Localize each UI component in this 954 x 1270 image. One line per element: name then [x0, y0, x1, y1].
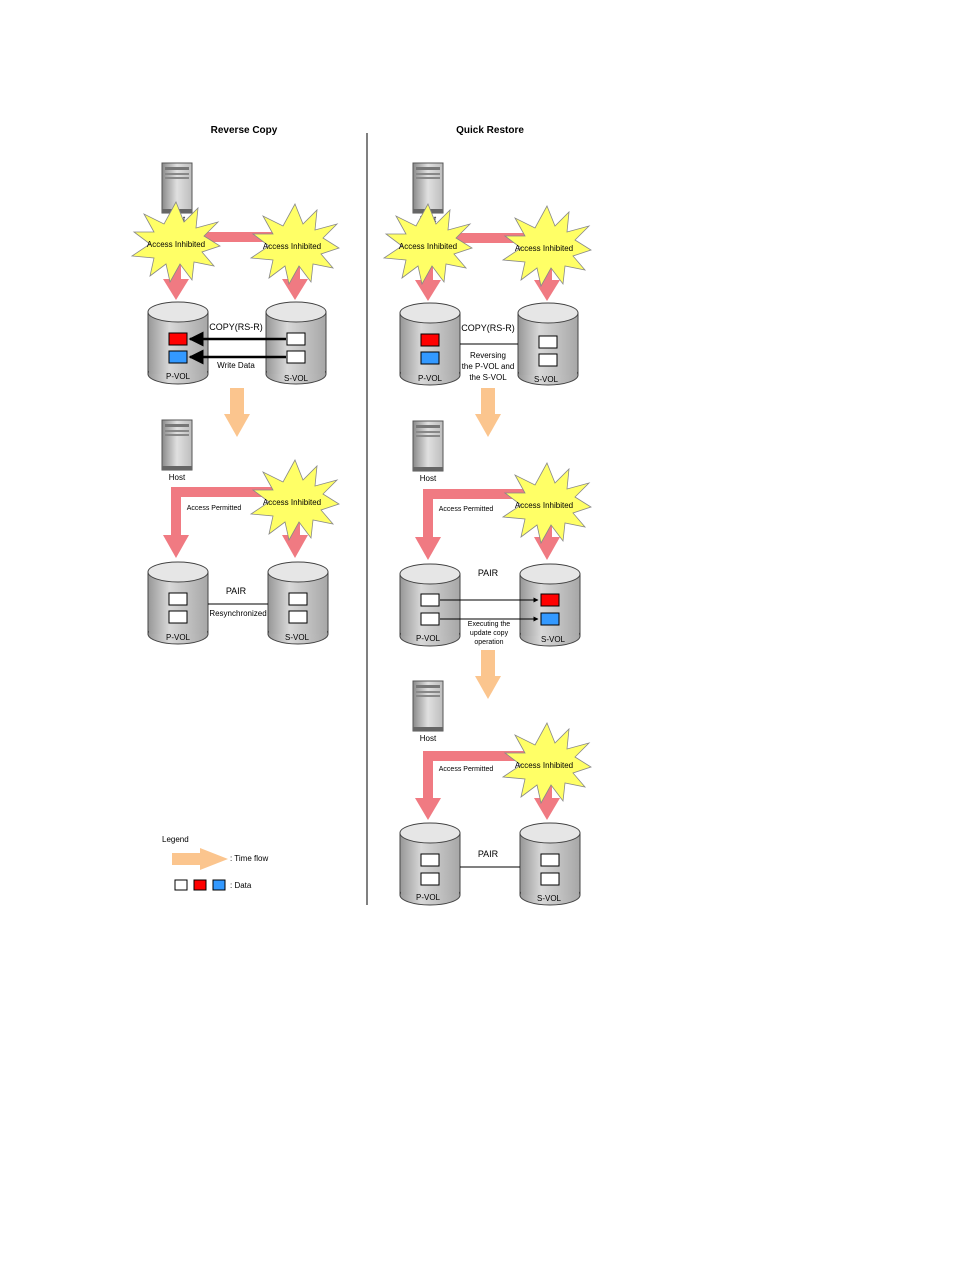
- host-icon: [412, 680, 444, 732]
- access-permitted-label: Access Permitted: [439, 506, 494, 513]
- down-arrow: [534, 280, 560, 301]
- left-panel-2: Host Access Permitted Access Inhibited P…: [147, 419, 340, 645]
- down-arrow: [415, 280, 441, 301]
- data-block-empty: [420, 872, 440, 886]
- data-block-empty: [420, 853, 440, 867]
- pvol-label: P-VOL: [416, 634, 441, 643]
- reversing-label-line2: the P-VOL and: [462, 362, 515, 371]
- connector-bar: [428, 751, 548, 761]
- down-arrow: [534, 798, 560, 820]
- executing-label-line3: operation: [474, 639, 503, 646]
- pair-label: PAIR: [478, 568, 499, 578]
- reversing-label-line1: Reversing: [470, 351, 506, 360]
- down-arrow: [163, 279, 189, 300]
- pvol-label: P-VOL: [418, 374, 443, 383]
- host-icon: [161, 419, 193, 471]
- data-block-empty: [540, 853, 560, 867]
- down-arrow: [534, 537, 560, 560]
- pair-label: PAIR: [226, 586, 247, 596]
- data-block-blue: [420, 351, 440, 365]
- legend: Legend : Time flow : Data: [162, 835, 268, 891]
- pvol-label: P-VOL: [166, 372, 191, 381]
- pair-label: PAIR: [478, 849, 499, 859]
- svol-label: S-VOL: [284, 374, 309, 383]
- connector-bar: [428, 489, 548, 499]
- host-label: Host: [169, 473, 186, 482]
- svol-label: S-VOL: [537, 894, 562, 903]
- pvol-label: P-VOL: [166, 633, 191, 642]
- copy-rsr-label: COPY(RS-R): [461, 323, 515, 333]
- left-panel-1: Host Access Inhibited Access Inhibited C…: [131, 162, 340, 385]
- left-title: Reverse Copy: [211, 125, 278, 136]
- down-arrow: [163, 535, 189, 558]
- pvol-label: P-VOL: [416, 893, 441, 902]
- data-block-red: [540, 593, 560, 607]
- access-inhibited-label: Access Inhibited: [515, 761, 573, 770]
- connector-bar: [176, 232, 296, 242]
- reversing-label-line3: the S-VOL: [469, 373, 507, 382]
- legend-time-flow-label: : Time flow: [230, 854, 268, 863]
- down-arrow: [415, 798, 441, 820]
- down-arrow: [282, 279, 308, 300]
- access-inhibited-label: Access Inhibited: [515, 501, 573, 510]
- host-label: Host: [420, 734, 437, 743]
- right-panel-2: Host Access Permitted Access Inhibited P…: [399, 420, 592, 647]
- host-icon: [412, 420, 444, 472]
- legend-data-white: [174, 879, 188, 891]
- right-panel-3: Host Access Permitted Access Inhibited P…: [399, 680, 592, 906]
- access-inhibited-label: Access Inhibited: [147, 240, 205, 249]
- legend-data-red: [193, 879, 207, 891]
- legend-title: Legend: [162, 835, 189, 844]
- data-block-empty: [288, 610, 308, 624]
- data-block-red: [420, 333, 440, 347]
- data-block-empty: [538, 335, 558, 349]
- data-block-empty: [168, 592, 188, 606]
- data-block-blue: [540, 612, 560, 626]
- data-block-empty: [286, 350, 306, 364]
- time-flow-arrow: [475, 388, 501, 437]
- data-block-red: [168, 332, 188, 346]
- data-block-blue: [168, 350, 188, 364]
- executing-label-line2: update copy: [470, 630, 509, 637]
- access-permitted-label: Access Permitted: [187, 505, 242, 512]
- write-data-label: Write Data: [217, 361, 255, 370]
- svol-label: S-VOL: [534, 375, 559, 384]
- access-inhibited-label: Access Inhibited: [515, 244, 573, 253]
- access-inhibited-label: Access Inhibited: [399, 242, 457, 251]
- access-inhibited-label: Access Inhibited: [263, 498, 321, 507]
- time-flow-arrow: [224, 388, 250, 437]
- access-inhibited-label: Access Inhibited: [263, 242, 321, 251]
- legend-data-blue: [212, 879, 226, 891]
- data-block-empty: [540, 872, 560, 886]
- right-title: Quick Restore: [456, 125, 524, 136]
- data-block-empty: [420, 612, 440, 626]
- down-arrow: [282, 535, 308, 558]
- connector-bar: [428, 233, 548, 243]
- resynchronized-label: Resynchronized: [209, 609, 266, 618]
- data-block-empty: [288, 592, 308, 606]
- legend-time-flow-arrow: [172, 853, 202, 865]
- data-block-empty: [286, 332, 306, 346]
- connector-bar: [176, 487, 296, 497]
- data-block-empty: [168, 610, 188, 624]
- data-block-empty: [538, 353, 558, 367]
- access-permitted-label: Access Permitted: [439, 766, 494, 773]
- copy-rsr-label: COPY(RS-R): [209, 322, 263, 332]
- executing-label-line1: Executing the: [468, 621, 511, 628]
- svol-label: S-VOL: [541, 635, 566, 644]
- svol-label: S-VOL: [285, 633, 310, 642]
- legend-data-label: : Data: [230, 881, 252, 890]
- time-flow-arrow: [475, 650, 501, 699]
- right-panel-1: Host Access Inhibited Access Inhibited C…: [383, 162, 592, 386]
- down-arrow: [415, 537, 441, 560]
- host-label: Host: [420, 474, 437, 483]
- data-block-empty: [420, 593, 440, 607]
